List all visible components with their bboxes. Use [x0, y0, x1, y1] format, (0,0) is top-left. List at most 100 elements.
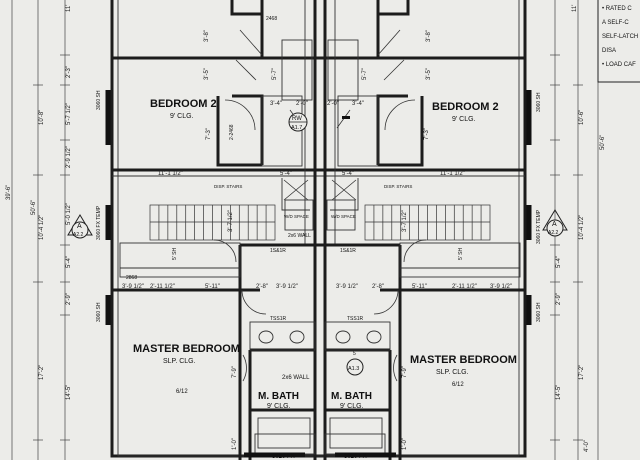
dim-11-1-half-left: 11'-1 1/2" [158, 171, 183, 177]
general-note-line: SELF-LATCH [602, 34, 638, 40]
dim-3-5-left: 3'-5" [204, 68, 210, 80]
dim-7-9-right: 7'-9" [402, 366, 408, 378]
wd-space-right-label: W/D SPACE [331, 214, 356, 219]
wall-2x6-label: 2x6 WALL [282, 375, 310, 381]
wall-2x6-label-b: 2x6 WALL [288, 233, 311, 239]
room-ceiling-bath-right: 9' CLG. [340, 403, 364, 410]
window-fx-temp-right: 3060 FX TEMP [536, 209, 542, 244]
door-swings [213, 29, 427, 382]
general-note-line: • LOAD CAF [602, 62, 636, 68]
section-a22-right-label: A2.2 [548, 230, 559, 236]
dim-5-4-top-left: 5'-4" [280, 171, 292, 177]
dim-11-right: 11' [572, 5, 578, 12]
disp-stairs-left-label: DISP. STAIRS [214, 184, 242, 189]
window-fx-temp-left: 3060 FX TEMP [96, 205, 102, 240]
dimension-labels: 3'-8" 3'-8" 3'-5" 3'-5" 2'-3" 5'-7 1/2" … [6, 5, 606, 452]
roof-pitch-right-label: 6/12 [452, 382, 464, 388]
dim-14-5-right: 14'-5" [556, 385, 562, 400]
stairs [149, 178, 491, 241]
window-3020fx-left-label: 3020 FX [272, 454, 295, 460]
rw-ref-label: A1.7 [291, 125, 302, 131]
section-markers [67, 112, 568, 376]
dim-2-3: 2'-3" [66, 66, 72, 78]
dim-3-7-half-left: 3'-7 1/2" [228, 210, 234, 232]
section-num-label: 5 [353, 351, 356, 357]
dim-3-4-right: 3'-4" [352, 101, 364, 107]
rw-label: RW [292, 116, 302, 122]
dim-11-left: 11' [66, 5, 72, 12]
dim-5-0-half: 5'-0 1/2" [66, 203, 72, 225]
dim-3-4-left: 3'-4" [270, 101, 282, 107]
section-a22-left-label: A2.2 [73, 232, 84, 238]
dim-5-7-right: 5'-7" [362, 68, 368, 80]
dim-11-1-half-right: 11'-1 1/2" [440, 171, 465, 177]
dim-3-9-half-4: 3'-9 1/2" [490, 284, 512, 290]
notes-box [597, 0, 640, 83]
room-name-bedroom2-left: BEDROOM 2 [150, 98, 217, 110]
general-note-line: A SELF-C [602, 20, 629, 26]
dim-17-2-right: 17'-2" [579, 365, 585, 380]
dim-10-4-half-left: 10'-4 1/2" [39, 215, 45, 240]
dim-3-5-right: 3'-5" [426, 68, 432, 80]
dim-39-6: 39'-6" [6, 185, 12, 200]
room-name-bedroom2-right: BEDROOM 2 [432, 101, 499, 113]
general-note-line: • RATED C [602, 6, 632, 12]
dim-7-3-right: 7'-3" [424, 128, 430, 140]
dim-1-0-right: 1'-0" [402, 438, 408, 450]
dim-2-9-left: 2'-9" [66, 293, 72, 305]
dim-17-2-left: 17'-2" [39, 365, 45, 380]
dim-2-11-half-left: 2'-11 1/2" [150, 284, 175, 290]
door-2468-label: 2468 [266, 16, 277, 22]
dim-10-4-half-right: 10'-4 1/2" [579, 215, 585, 240]
room-ceiling-bedroom2-right: 9' CLG. [452, 116, 476, 123]
section-a-right-label: A [552, 221, 557, 228]
room-name-bath-left: M. BATH [258, 391, 299, 402]
shower-5sh-right-label: 5' SH [458, 248, 464, 260]
window-3060sh-right-1: 3060 SH [536, 92, 542, 112]
dim-4-0: 4'-0" [584, 440, 590, 452]
dim-2-9-right: 2'-9" [556, 293, 562, 305]
room-labels: BEDROOM 2 9' CLG. BEDROOM 2 9' CLG. MAST… [133, 98, 517, 410]
dim-5-4-top-right: 5'-4" [342, 171, 354, 177]
room-name-master-left: MASTER BEDROOM [133, 343, 240, 355]
dim-7-9-left: 7'-9" [232, 366, 238, 378]
dim-5-11-right: 5'-11" [412, 284, 427, 290]
window-3060sh-left-2: 3060 SH [96, 302, 102, 322]
section-a-left-label: A [77, 223, 82, 230]
dim-3-8-right: 3'-8" [426, 30, 432, 42]
dim-10-8: 10'-8" [39, 110, 45, 125]
dim-2-8-left: 2'-8" [256, 284, 268, 290]
walls [105, 0, 532, 460]
shelf-rod-right-label: TSS1R [347, 316, 364, 322]
shelf-rod-top-left-label: 1S&1R [270, 248, 286, 254]
dim-2-0-right: 2'-0" [327, 101, 339, 107]
room-ceiling-bath-left: 9' CLG. [267, 403, 291, 410]
dim-50-6-right: 50'-6" [600, 135, 606, 150]
dim-3-9-half-2: 3'-9 1/2" [276, 284, 298, 290]
dim-3-7-half-right: 3'-7 1/2" [402, 210, 408, 232]
dim-2-9-half: 2'-9 1/2" [66, 146, 72, 168]
window-3060sh-right-2: 3060 SH [536, 302, 542, 322]
room-name-master-right: MASTER BEDROOM [410, 354, 517, 366]
shelf-rod-left-label: TSS1R [270, 316, 287, 322]
disp-stairs-right-label: DISP. STAIRS [384, 184, 412, 189]
room-ceiling-bedroom2-left: 9' CLG. [170, 113, 194, 120]
shelf-rod-top-right-label: 1S&1R [340, 248, 356, 254]
dim-1-0-left: 1'-0" [232, 438, 238, 450]
room-name-bath-right: M. BATH [331, 391, 372, 402]
dim-10-6: 10'-6" [579, 110, 585, 125]
annotation-labels: RW A1.7 A1.3 5 A A2.2 A A2.2 2x6 WALL 2x… [73, 16, 559, 460]
door-2868-label: 2868 [126, 275, 137, 281]
roof-pitch-left-label: 6/12 [176, 389, 188, 395]
room-ceiling-master-left: SLP. CLG. [163, 358, 196, 365]
dim-3-9-half-3: 3'-9 1/2" [336, 284, 358, 290]
room-ceiling-master-right: SLP. CLG. [436, 369, 469, 376]
door-2-2468-label: 2-2468 [229, 124, 235, 140]
dim-5-7-half: 5'-7 1/2" [66, 103, 72, 125]
window-3060sh-left-1: 3060 SH [96, 90, 102, 110]
dim-2-0-left: 2'-0" [296, 101, 308, 107]
general-note-line: DISA [602, 48, 616, 54]
dim-2-11-half-right: 2'-11 1/2" [452, 284, 477, 290]
dim-5-7-left: 5'-7" [272, 68, 278, 80]
